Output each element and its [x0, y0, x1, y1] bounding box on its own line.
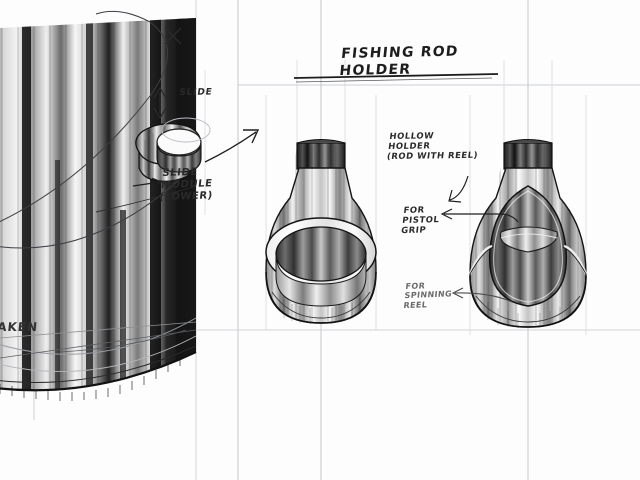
slide-arrow-icon — [153, 86, 167, 120]
construction-guides-fine — [139, 60, 587, 335]
callout-hollow-arrow-icon — [448, 175, 469, 203]
annotation-slide-module: SLIDE MODULE (LOWER) — [158, 166, 214, 203]
callout-spinning-arrow-icon — [451, 287, 513, 303]
holder-keyhole-view — [468, 138, 588, 328]
holder-front-view — [265, 138, 377, 324]
slide-module-detail — [135, 117, 211, 182]
annotation-pistol-grip: FOR PISTOL GRIP — [400, 205, 440, 237]
annotation-slide: SLIDE — [178, 87, 214, 99]
module-to-view-arrow-icon — [204, 129, 260, 163]
annotation-cylinder-edge: AKEN — [0, 320, 39, 334]
title-underline — [293, 73, 499, 83]
datum-line — [0, 321, 197, 339]
large-cylinder — [0, 10, 198, 401]
annotation-spinning-reel: FOR SPINNING REEL — [403, 281, 453, 310]
slide-module-arrow-icon — [132, 177, 163, 188]
annotation-hollow-holder: HOLLOW HOLDER (ROD WITH REEL) — [386, 131, 479, 163]
callout-pistol-arrow-icon — [440, 208, 519, 223]
